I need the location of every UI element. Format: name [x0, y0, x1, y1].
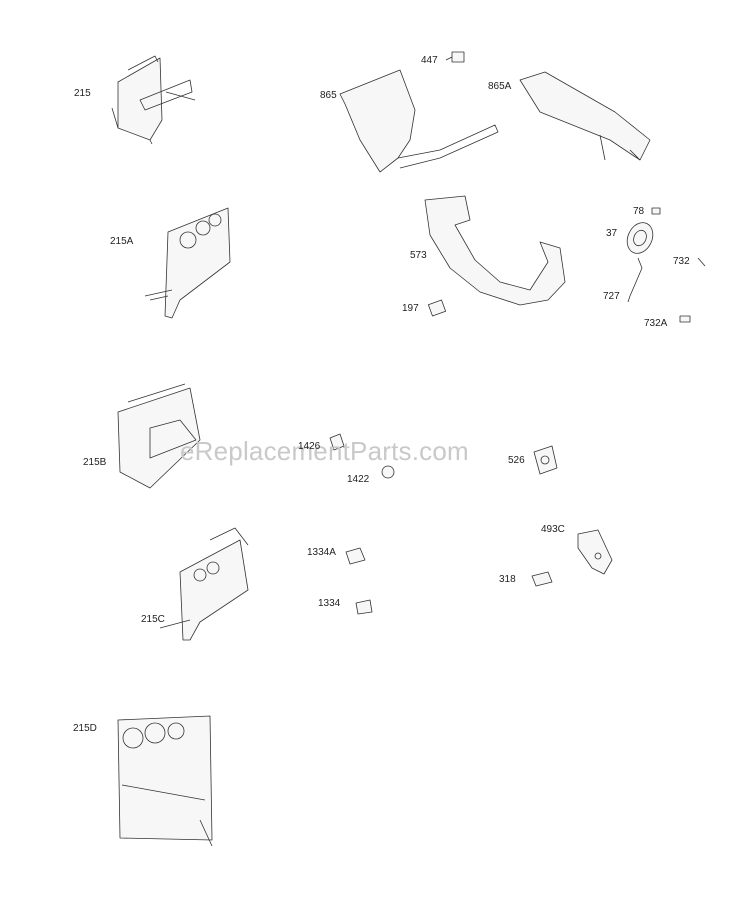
- label-727[interactable]: 727: [603, 291, 620, 302]
- part-732A-drawing[interactable]: [679, 315, 691, 323]
- part-78-drawing[interactable]: [651, 207, 661, 215]
- part-1334A-drawing[interactable]: [345, 547, 366, 565]
- label-215A[interactable]: 215A: [110, 236, 134, 247]
- part-727-drawing[interactable]: [627, 257, 643, 303]
- part-526-drawing[interactable]: [533, 445, 558, 475]
- part-215D-drawing[interactable]: [117, 715, 213, 847]
- part-215C-drawing[interactable]: [159, 527, 249, 641]
- part-732-drawing[interactable]: [697, 257, 706, 267]
- part-37-drawing[interactable]: [622, 218, 657, 257]
- part-1422-drawing[interactable]: [381, 465, 395, 479]
- part-865-drawing[interactable]: [339, 69, 499, 173]
- label-78[interactable]: 78: [633, 206, 645, 217]
- part-215-drawing[interactable]: [111, 55, 196, 145]
- part-215B-drawing[interactable]: [117, 383, 201, 489]
- label-215C[interactable]: 215C: [141, 614, 165, 625]
- label-573[interactable]: 573: [410, 250, 427, 261]
- label-215[interactable]: 215: [74, 88, 91, 99]
- watermark: eReplacementParts.com: [180, 436, 469, 466]
- part-1426-drawing[interactable]: [329, 433, 345, 451]
- label-447[interactable]: 447: [421, 55, 438, 66]
- label-865[interactable]: 865: [320, 90, 337, 101]
- part-215A-drawing[interactable]: [144, 207, 231, 319]
- label-215B[interactable]: 215B: [83, 457, 107, 468]
- part-493C-drawing[interactable]: [577, 529, 613, 575]
- label-197[interactable]: 197: [402, 303, 419, 314]
- part-447-drawing[interactable]: [445, 51, 465, 63]
- part-318-drawing[interactable]: [531, 571, 553, 587]
- label-318[interactable]: 318: [499, 574, 516, 585]
- label-732[interactable]: 732: [673, 256, 690, 267]
- label-215D[interactable]: 215D: [73, 723, 97, 734]
- label-732A[interactable]: 732A: [644, 318, 668, 329]
- label-493C[interactable]: 493C: [541, 524, 565, 535]
- part-573-drawing[interactable]: [424, 195, 566, 306]
- label-865A[interactable]: 865A: [488, 81, 512, 92]
- label-1422[interactable]: 1422: [347, 474, 370, 485]
- label-37[interactable]: 37: [606, 228, 618, 239]
- label-1426[interactable]: 1426: [298, 441, 321, 452]
- label-1334[interactable]: 1334: [318, 598, 341, 609]
- part-197-drawing[interactable]: [427, 299, 447, 317]
- part-865A-drawing[interactable]: [519, 71, 651, 161]
- label-526[interactable]: 526: [508, 455, 525, 466]
- label-1334A[interactable]: 1334A: [307, 547, 336, 558]
- part-1334-drawing[interactable]: [355, 599, 373, 615]
